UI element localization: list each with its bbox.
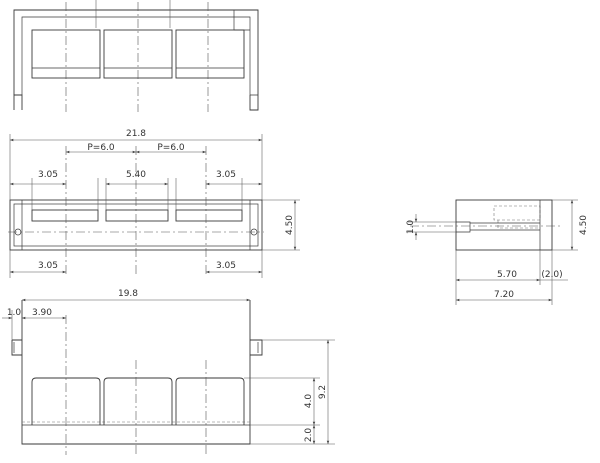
dim-total-height: 9.2: [318, 385, 328, 399]
dim-height-front: 4.50: [285, 215, 295, 235]
dim-base-height: 2.0: [304, 428, 314, 443]
dim-first-pin: 3.90: [32, 308, 52, 318]
front-view: 21.8 P=6.0 P=6.0 3.05 5.40 3.05 3.05 3.0…: [8, 129, 300, 278]
dim-bottom-right: 3.05: [216, 261, 236, 271]
dim-pin-height: 4.0: [304, 394, 314, 409]
dim-pitch-right: P=6.0: [157, 143, 185, 153]
side-view: 1.0 4.50 5.70 (2.0) 7.20: [406, 199, 589, 305]
dim-side-ref: (2.0): [541, 270, 562, 280]
dim-bottom-left: 3.05: [38, 261, 58, 271]
dim-center: 5.40: [126, 170, 146, 180]
top-view: [13, 0, 259, 112]
dim-pitch-left: P=6.0: [87, 143, 115, 153]
dim-side-inner: 5.70: [497, 270, 517, 280]
bottom-view: 19.8 1.0 3.90 9.2 4.0 2.0: [2, 289, 335, 455]
dim-overall-width: 21.8: [126, 129, 146, 139]
dim-edge-offset: 1.0: [7, 308, 22, 318]
dim-side-pin: 1.0: [406, 220, 416, 235]
dim-top-right: 3.05: [216, 170, 236, 180]
dim-body-width: 19.8: [118, 289, 138, 299]
dim-top-left: 3.05: [38, 170, 58, 180]
dim-side-total: 7.20: [494, 290, 514, 300]
dim-side-height: 4.50: [579, 215, 589, 235]
